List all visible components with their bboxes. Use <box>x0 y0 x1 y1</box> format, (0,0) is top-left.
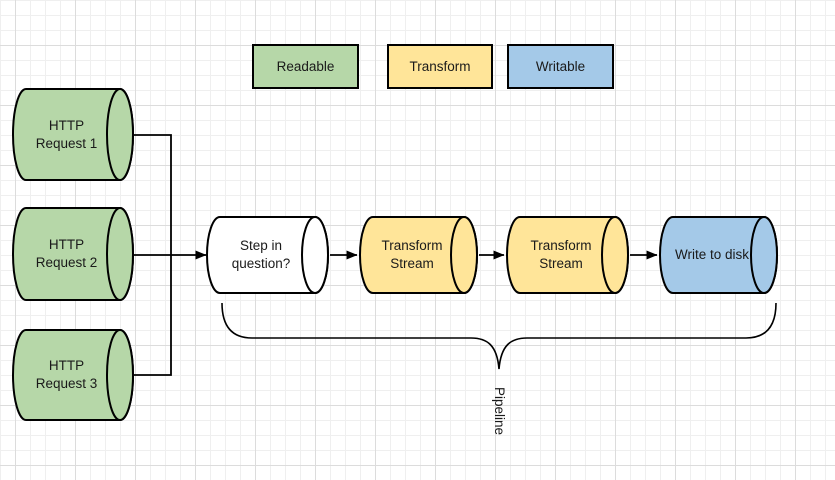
node-http-request-2[interactable] <box>12 207 134 301</box>
legend <box>252 44 614 89</box>
node-transform-stream-2[interactable] <box>506 216 629 294</box>
node-transform-stream-1[interactable] <box>359 216 478 294</box>
cylinder-cap[interactable] <box>106 88 134 181</box>
cylinder-cap[interactable] <box>301 216 329 294</box>
connector-request1[interactable] <box>133 134 172 255</box>
connector-layer <box>133 134 658 376</box>
legend-box-readable[interactable] <box>252 44 359 89</box>
cylinder-cap[interactable] <box>106 329 134 421</box>
node-write-to-disk[interactable] <box>659 216 778 294</box>
pipeline-brace[interactable] <box>221 302 777 370</box>
node-http-request-3[interactable] <box>12 329 134 421</box>
node-step-in-question[interactable] <box>206 216 329 294</box>
legend-box-transform[interactable] <box>387 44 493 89</box>
cylinder-cap[interactable] <box>601 216 629 294</box>
cylinder-cap[interactable] <box>106 207 134 301</box>
cylinder-cap[interactable] <box>750 216 778 294</box>
connector-request3[interactable] <box>133 255 172 376</box>
cylinder-cap[interactable] <box>450 216 478 294</box>
node-http-request-1[interactable] <box>12 88 134 181</box>
legend-box-writable[interactable] <box>507 44 614 89</box>
